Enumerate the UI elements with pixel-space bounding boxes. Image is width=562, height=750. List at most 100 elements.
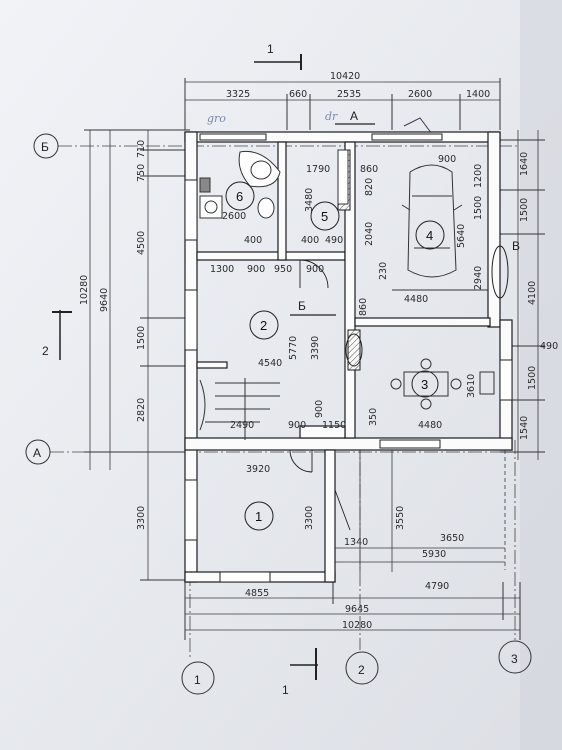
handwritten-note-dr: dr: [325, 110, 338, 123]
bathroom-fixtures: [199, 150, 281, 219]
dim-left-1500: 1500: [136, 326, 147, 350]
svg-text:4540: 4540: [258, 358, 282, 369]
svg-text:3610: 3610: [466, 374, 477, 398]
cut-markers: А Б В: [290, 109, 520, 367]
svg-text:В: В: [512, 239, 520, 253]
section-label-top: 1: [267, 42, 274, 56]
dim-left-750: 750: [136, 164, 147, 182]
svg-text:5770: 5770: [288, 336, 299, 360]
svg-text:1790: 1790: [306, 164, 330, 175]
dim-left-4500: 4500: [136, 231, 147, 255]
handwritten-note: gro: [207, 112, 226, 125]
svg-text:5640: 5640: [456, 224, 467, 248]
svg-text:4480: 4480: [404, 294, 428, 305]
dim-top-total: 10420: [330, 71, 360, 82]
right-dimension-chains: 1640 1500 4100 490 1500 1540: [500, 130, 558, 460]
axis-bubble-3: 3: [498, 640, 532, 674]
dim-bottom-4790: 4790: [425, 581, 449, 592]
svg-text:900: 900: [314, 400, 325, 418]
dining-table: [390, 358, 495, 410]
svg-text:3390: 3390: [310, 336, 321, 360]
svg-text:3480: 3480: [304, 188, 315, 212]
dim-right-1640: 1640: [519, 152, 530, 176]
svg-text:230: 230: [378, 262, 389, 280]
svg-text:А: А: [350, 109, 358, 123]
svg-text:1: 1: [282, 683, 289, 697]
section-mark-bottom: 1: [282, 648, 318, 697]
svg-text:860: 860: [360, 164, 378, 175]
dim-top-seg-3: 2535: [337, 89, 361, 100]
dim-bottom-4855: 4855: [245, 588, 269, 599]
paper-edge: [520, 0, 562, 750]
top-dimension-chain: 10420 3325 660 2535 2600 1400: [184, 71, 501, 130]
svg-text:490: 490: [325, 235, 343, 246]
svg-text:900: 900: [306, 264, 324, 275]
svg-text:400: 400: [301, 235, 319, 246]
room-label-6: 6: [236, 189, 243, 204]
svg-text:1300: 1300: [210, 264, 234, 275]
interior-dimensions: 1790 860 900 3480 820 1200 1500 5640 260…: [210, 154, 506, 572]
svg-text:820: 820: [364, 178, 375, 196]
axis-bubble-a: А: [25, 439, 51, 465]
dim-top-seg-4: 2600: [408, 89, 432, 100]
section-mark-left: 2: [42, 310, 72, 360]
dim-left-outer: 9640: [99, 288, 110, 312]
svg-text:3920: 3920: [246, 464, 270, 475]
svg-text:900: 900: [247, 264, 265, 275]
svg-text:3300: 3300: [304, 506, 315, 530]
axis-bubble-2: 2: [345, 651, 379, 685]
svg-text:4480: 4480: [418, 420, 442, 431]
dim-top-seg-1: 3325: [226, 89, 250, 100]
dim-top-seg-2: 660: [289, 89, 307, 100]
staircase: [199, 378, 280, 440]
svg-text:3: 3: [511, 652, 518, 666]
svg-text:3550: 3550: [395, 506, 406, 530]
svg-text:1500: 1500: [473, 196, 484, 220]
room-label-1: 1: [255, 509, 262, 524]
svg-text:А: А: [33, 446, 41, 460]
svg-text:2940: 2940: [473, 266, 484, 290]
left-dimension-chains: 10280 9640 750 710 4500 1500 2820 3300: [79, 129, 190, 581]
dim-bottom-9645: 9645: [345, 604, 369, 615]
windows: [184, 133, 513, 583]
dim-right-1500b: 1500: [527, 366, 538, 390]
axis-bubble-1: 1: [181, 661, 215, 695]
svg-text:2: 2: [42, 344, 49, 358]
svg-text:Б: Б: [298, 299, 306, 313]
room-5-fixtures: [337, 149, 349, 205]
room-label-2: 2: [260, 318, 267, 333]
room-markers: 1 2 3 4 5 6: [225, 181, 445, 531]
svg-text:350: 350: [368, 408, 379, 426]
svg-text:400: 400: [244, 235, 262, 246]
dim-right-1500: 1500: [519, 198, 530, 222]
dim-left-3300: 3300: [136, 506, 147, 530]
svg-text:2040: 2040: [364, 222, 375, 246]
dim-left-710: 710: [136, 140, 147, 158]
dim-right-490: 490: [540, 341, 558, 352]
svg-text:900: 900: [288, 420, 306, 431]
dim-left-2820: 2820: [136, 398, 147, 422]
svg-text:3650: 3650: [440, 533, 464, 544]
svg-text:1150: 1150: [322, 420, 346, 431]
dim-bottom-10280: 10280: [342, 620, 372, 631]
svg-text:1: 1: [194, 673, 201, 687]
axis-bubble-b: Б: [33, 133, 59, 159]
room-label-5: 5: [321, 209, 328, 224]
svg-text:900: 900: [438, 154, 456, 165]
svg-text:5930: 5930: [422, 549, 446, 560]
svg-text:950: 950: [274, 264, 292, 275]
svg-text:860: 860: [358, 298, 369, 316]
car-symbol: [392, 164, 488, 291]
dim-left-total: 10280: [79, 275, 90, 305]
doors: [289, 259, 351, 531]
dim-top-seg-5: 1400: [466, 89, 490, 100]
room-label-3: 3: [421, 377, 428, 392]
svg-text:2: 2: [358, 663, 365, 677]
pencil-mark: [403, 117, 433, 135]
svg-text:Б: Б: [41, 140, 49, 154]
room-label-4: 4: [426, 228, 433, 243]
svg-text:1200: 1200: [473, 164, 484, 188]
svg-text:2490: 2490: [230, 420, 254, 431]
